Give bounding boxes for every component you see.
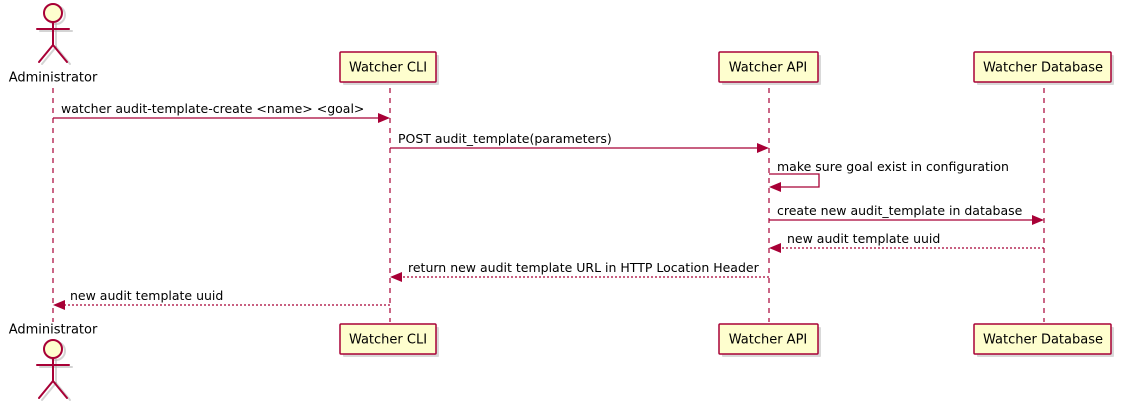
actor-administrator-top[interactable]: Administrator bbox=[9, 3, 98, 86]
participant-label-watcher-database-bottom: Watcher Database bbox=[983, 333, 1103, 348]
participant-label-watcher-api-bottom: Watcher API bbox=[729, 333, 808, 348]
message-7-label: new audit template uuid bbox=[70, 288, 223, 303]
message-3-arrowhead bbox=[769, 182, 781, 192]
message-4-create-new-audit-template[interactable]: create new audit_template in database bbox=[769, 203, 1044, 225]
participant-box-watcher-api-bottom[interactable]: Watcher API bbox=[718, 323, 821, 357]
message-2-label: POST audit_template(parameters) bbox=[398, 131, 612, 146]
box-rect[interactable] bbox=[718, 323, 819, 355]
actor-leg-right-icon bbox=[52, 44, 68, 63]
message-4-arrowhead bbox=[1032, 215, 1044, 225]
message-2-post-audit-template[interactable]: POST audit_template(parameters) bbox=[390, 131, 769, 153]
participant-label-watcher-cli-top: Watcher CLI bbox=[349, 61, 427, 76]
message-5-new-audit-template-uuid[interactable]: new audit template uuid bbox=[769, 231, 1044, 253]
message-1-arrowhead bbox=[378, 113, 390, 123]
box-rect[interactable] bbox=[973, 323, 1112, 355]
participant-box-watcher-database-top[interactable]: Watcher Database bbox=[973, 51, 1114, 85]
participant-box-watcher-cli-bottom[interactable]: Watcher CLI bbox=[339, 323, 439, 357]
box-rect[interactable] bbox=[339, 323, 437, 355]
message-2-arrowhead bbox=[757, 143, 769, 153]
message-5-arrowhead bbox=[769, 243, 781, 253]
box-rect[interactable] bbox=[973, 51, 1112, 83]
actor-leg-left-icon bbox=[38, 44, 54, 63]
message-6-label: return new audit template URL in HTTP Lo… bbox=[408, 260, 760, 275]
message-3-label: make sure goal exist in configuration bbox=[777, 159, 1009, 174]
message-1-label: watcher audit-template-create <name> <go… bbox=[61, 101, 364, 116]
message-7-new-audit-template-uuid[interactable]: new audit template uuid bbox=[53, 288, 390, 310]
participant-label-watcher-api-top: Watcher API bbox=[729, 61, 808, 76]
participant-label-watcher-cli-bottom: Watcher CLI bbox=[349, 333, 427, 348]
actor-leg-left-icon bbox=[38, 380, 54, 399]
message-1-watcher-audit-template-create[interactable]: watcher audit-template-create <name> <go… bbox=[53, 101, 390, 123]
actor-head-icon bbox=[43, 339, 63, 359]
actor-administrator-bottom[interactable]: Administrator bbox=[9, 323, 98, 401]
actor-head-icon bbox=[43, 3, 63, 23]
participant-label-watcher-database-top: Watcher Database bbox=[983, 61, 1103, 76]
message-3-make-sure-goal-exist[interactable]: make sure goal exist in configuration bbox=[769, 159, 1009, 192]
lifelines-group bbox=[52, 88, 1045, 322]
box-rect[interactable] bbox=[339, 51, 437, 83]
message-5-label: new audit template uuid bbox=[787, 231, 940, 246]
message-4-label: create new audit_template in database bbox=[777, 203, 1023, 218]
message-6-return-audit-template-url[interactable]: return new audit template URL in HTTP Lo… bbox=[390, 260, 769, 282]
participant-box-watcher-database-bottom[interactable]: Watcher Database bbox=[973, 323, 1114, 357]
actor-label-administrator-bottom: Administrator bbox=[9, 323, 98, 338]
box-rect[interactable] bbox=[718, 51, 819, 83]
participant-box-watcher-api-top[interactable]: Watcher API bbox=[718, 51, 821, 85]
message-3-selfloop-path bbox=[769, 173, 820, 188]
participant-box-watcher-cli-top[interactable]: Watcher CLI bbox=[339, 51, 439, 85]
actor-leg-right-icon bbox=[52, 380, 68, 399]
message-6-arrowhead bbox=[390, 272, 402, 282]
actor-label-administrator-top: Administrator bbox=[9, 71, 98, 86]
message-7-arrowhead bbox=[53, 300, 65, 310]
